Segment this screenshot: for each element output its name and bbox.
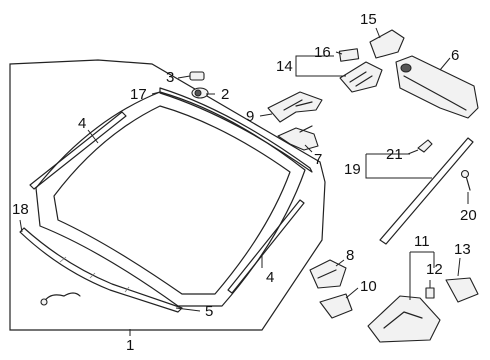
- leader-8: [335, 259, 345, 267]
- leader-3: [177, 75, 191, 79]
- part-14-detail: [349, 71, 373, 87]
- leader-14-b: [295, 55, 334, 66]
- part-14-sensor: [339, 61, 383, 93]
- part-16-pad: [338, 48, 360, 62]
- part-6-mount: [400, 63, 412, 73]
- callout-4b: 4: [266, 269, 274, 286]
- callout-13: 13: [454, 241, 471, 258]
- callout-4a: 4: [78, 115, 86, 132]
- callout-11: 11: [414, 233, 430, 250]
- callout-19: 19: [344, 161, 361, 178]
- leader-15: [375, 27, 381, 39]
- part-13-bracket: [445, 277, 479, 303]
- side-molding-left: [29, 111, 127, 190]
- callout-9: 9: [246, 108, 254, 125]
- leader-10: [345, 287, 359, 299]
- part-20-screw-head: [460, 169, 470, 179]
- leader-21: [407, 149, 419, 155]
- molding-tick-1: [59, 256, 67, 263]
- part-9-detail: [283, 99, 313, 111]
- part-3-clip: [189, 71, 205, 81]
- callout-3: 3: [166, 69, 174, 86]
- callout-8: 8: [346, 247, 354, 264]
- wire-clip-end: [40, 298, 48, 306]
- callout-2: 2: [221, 86, 229, 103]
- callout-18: 18: [12, 201, 29, 218]
- part-6-rearview-mirror: [395, 55, 479, 119]
- leader-6: [439, 57, 451, 71]
- part-12-tab: [425, 287, 435, 299]
- side-molding-right: [227, 199, 305, 294]
- leader-4a: [87, 129, 99, 144]
- callout-20: 20: [460, 207, 477, 224]
- callout-16: 16: [314, 44, 331, 61]
- callout-6: 6: [451, 47, 459, 64]
- assembly-frame: [9, 59, 326, 331]
- part-7-pin: [299, 125, 313, 133]
- molding-tick-3: [124, 286, 130, 293]
- part-20-screw-shaft: [465, 175, 471, 191]
- leader-16: [335, 51, 343, 55]
- leader-18: [19, 219, 23, 233]
- part-10-clip: [319, 293, 353, 319]
- leader-17: [151, 91, 161, 95]
- leader-9: [259, 113, 273, 117]
- leader-19-a: [365, 154, 432, 179]
- callout-10: 10: [360, 278, 377, 295]
- callout-14: 14: [276, 58, 293, 75]
- callout-17: 17: [130, 86, 147, 103]
- part-21-clip: [417, 139, 433, 153]
- top-molding: [159, 87, 313, 173]
- windshield-inner-edge: [53, 105, 291, 295]
- windshield-glass: [35, 91, 306, 307]
- part-8-detail: [317, 269, 337, 279]
- part-9-bracket: [267, 91, 323, 123]
- callout-7: 7: [314, 151, 322, 168]
- callout-15: 15: [360, 11, 377, 28]
- leader-13: [457, 257, 461, 277]
- part-19-strip: [379, 137, 474, 245]
- part-6-mirror-edge: [403, 75, 467, 111]
- leader-7: [304, 144, 313, 153]
- leader-14-a: [295, 66, 346, 77]
- callout-12: 12: [426, 261, 443, 278]
- part-7-bracket: [277, 127, 319, 151]
- part-15-cover: [369, 29, 405, 59]
- leader-5: [175, 307, 201, 312]
- callout-21: 21: [386, 146, 403, 163]
- part-11-housing: [367, 295, 441, 343]
- part-2-hole: [194, 89, 202, 97]
- callout-1: 1: [126, 337, 134, 354]
- callout-5: 5: [205, 303, 213, 320]
- molding-tick-2: [89, 272, 96, 279]
- part-11-detail: [383, 311, 423, 329]
- lower-molding: [19, 227, 183, 313]
- wire-clip: [43, 292, 81, 303]
